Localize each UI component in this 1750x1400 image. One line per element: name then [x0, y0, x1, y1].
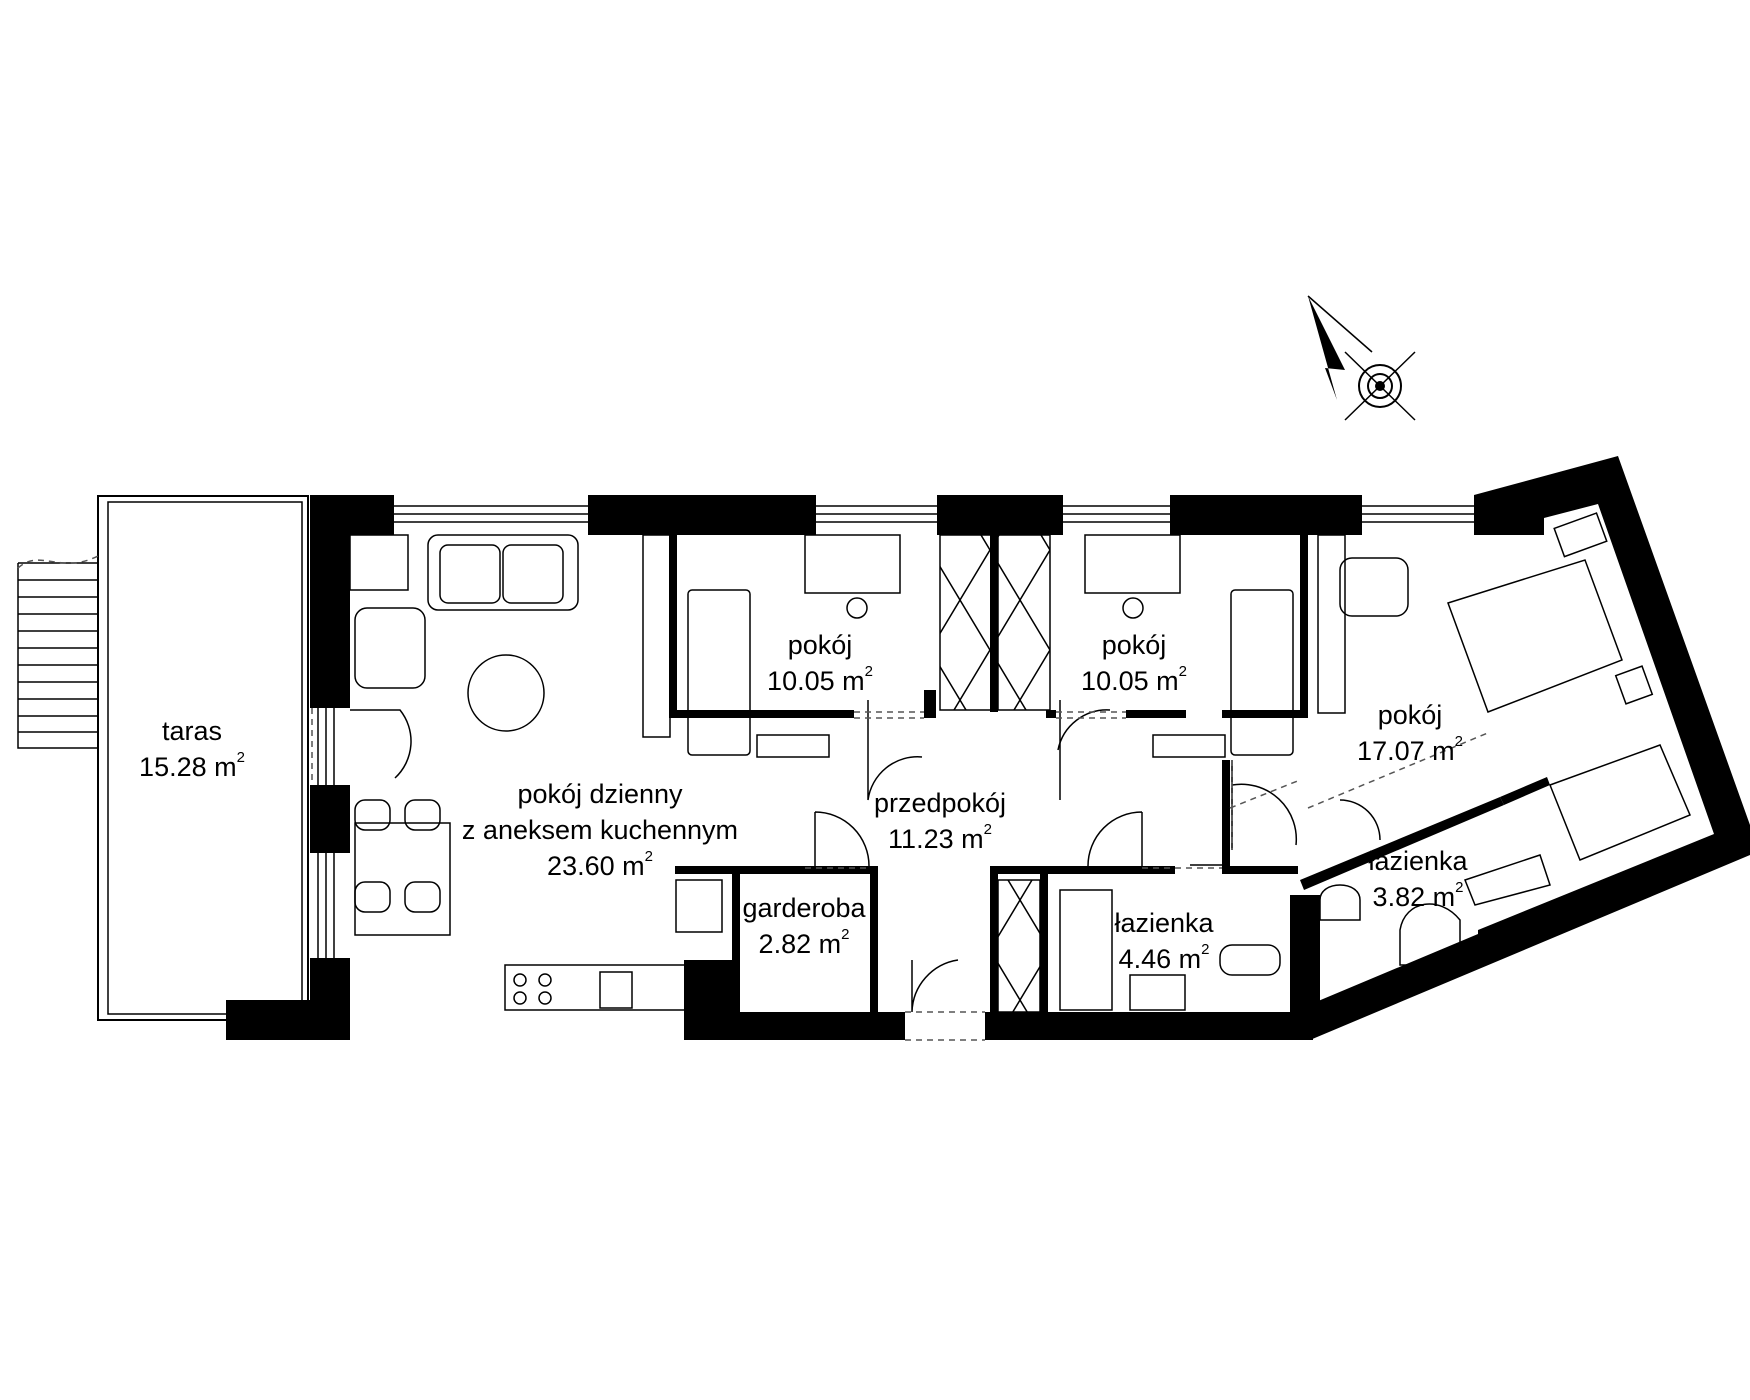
room-name: przedpokój [874, 788, 1006, 818]
walls [226, 456, 1750, 1040]
room-label-bedroom-2: pokój 10.05 m2 [1081, 630, 1187, 696]
room-label-living: pokój dzienny z aneksem kuchennym 23.60 … [462, 779, 738, 881]
door-thresholds [311, 708, 1491, 1041]
svg-text:11.23 m2: 11.23 m2 [888, 821, 992, 854]
area-exponent: 2 [1455, 879, 1463, 896]
room-name: pokój [1102, 630, 1167, 660]
svg-text:4.46 m2: 4.46 m2 [1119, 941, 1210, 974]
room-area: 17.07 m [1357, 736, 1455, 766]
room-name-line-1: pokój dzienny [517, 779, 683, 809]
svg-text:2.82 m2: 2.82 m2 [759, 926, 850, 959]
furniture [349, 512, 1691, 1011]
room-area: 15.28 m [139, 752, 237, 782]
area-exponent: 2 [865, 663, 873, 680]
room-label-wardrobe: garderoba 2.82 m2 [742, 893, 866, 959]
north-arrow-icon [1307, 295, 1416, 421]
room-label-bedroom-3: pokój 17.07 m2 [1357, 700, 1463, 766]
area-exponent: 2 [1179, 663, 1187, 680]
area-exponent: 2 [1201, 941, 1209, 958]
svg-text:17.07 m2: 17.07 m2 [1357, 733, 1463, 766]
room-label-hall: przedpokój 11.23 m2 [874, 788, 1006, 854]
room-name: pokój [788, 630, 853, 660]
room-area: 4.46 m [1119, 944, 1202, 974]
room-area: 11.23 m [888, 824, 984, 854]
svg-text:23.60 m2: 23.60 m2 [547, 848, 653, 881]
svg-text:10.05 m2: 10.05 m2 [767, 663, 873, 696]
svg-text:3.82 m2: 3.82 m2 [1373, 879, 1464, 912]
area-exponent: 2 [645, 848, 653, 865]
area-exponent: 2 [1455, 733, 1463, 750]
room-name: pokój [1378, 700, 1443, 730]
terrace [17, 495, 309, 1021]
area-exponent: 2 [984, 821, 992, 838]
svg-text:10.05 m2: 10.05 m2 [1081, 663, 1187, 696]
stairs [17, 562, 98, 749]
area-exponent: 2 [841, 926, 849, 943]
room-label-taras: taras 15.28 m2 [139, 716, 245, 782]
room-area: 2.82 m [759, 929, 842, 959]
room-label-bathroom-2: łazienka 3.82 m2 [1368, 846, 1468, 912]
built-in-wardrobes [939, 534, 1051, 1013]
svg-text:15.28 m2: 15.28 m2 [139, 749, 245, 782]
room-area: 23.60 m [547, 851, 645, 881]
room-label-bedroom-1: pokój 10.05 m2 [767, 630, 873, 696]
room-area: 10.05 m [1081, 666, 1179, 696]
doors [350, 700, 1381, 1013]
room-name: garderoba [742, 893, 866, 923]
windows [317, 505, 1474, 958]
room-name: łazienka [1368, 846, 1468, 876]
room-name: łazienka [1114, 908, 1214, 938]
area-exponent: 2 [237, 749, 245, 766]
room-label-bathroom-1: łazienka 4.46 m2 [1114, 908, 1214, 974]
room-name: taras [162, 716, 222, 746]
room-area: 3.82 m [1373, 882, 1456, 912]
room-name-line-2: z aneksem kuchennym [462, 815, 738, 845]
room-area: 10.05 m [767, 666, 865, 696]
